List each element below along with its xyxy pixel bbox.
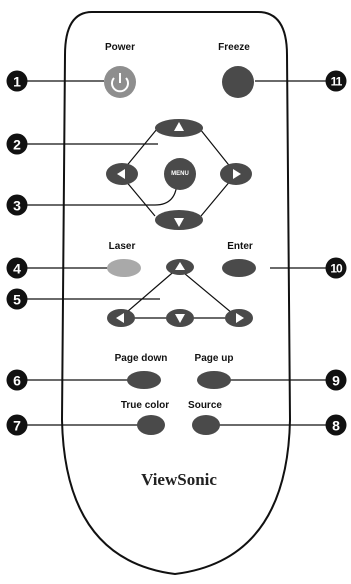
mouse-arrow-left-icon [116,313,124,323]
menu-label: MENU [171,171,189,177]
page-up-label: Page up [194,353,234,364]
callout-9: 9 [325,369,347,391]
page-down-button [127,371,161,389]
freeze-label: Freeze [218,42,250,53]
callout-2: 2 [6,133,28,155]
brand-logo-text: ViewSonic [141,470,217,489]
arrow-right-icon [233,169,241,179]
laser-label: Laser [108,241,136,252]
laser-button [107,259,141,277]
callout-5: 5 [6,288,28,310]
callout-1: 1 [6,70,28,92]
mouse-arrow-right-icon [236,313,244,323]
callout-3: 3 [6,194,28,216]
leader-lines [27,80,327,426]
arrow-left-icon [117,169,125,179]
callout-6: 6 [6,369,28,391]
arrow-up-icon [174,122,184,131]
enter-button [222,259,256,277]
callout-10: 10 [325,257,347,279]
enter-label: Enter [227,241,253,252]
mouse-arrow-up-icon [175,262,185,270]
mouse-arrow-down-icon [175,314,185,323]
source-button [192,415,220,435]
callout-11: 11 [325,70,347,92]
power-label: Power [104,42,136,53]
remote-body [60,11,292,576]
power-icon [111,73,129,93]
true-color-label: True color [120,400,170,411]
source-label: Source [188,400,222,411]
menu-button [164,158,196,190]
page-down-label: Page down [114,353,168,364]
page-up-button [197,371,231,389]
callout-4: 4 [6,257,28,279]
callout-8: 8 [325,414,347,436]
arrow-down-icon [174,218,184,227]
freeze-button [222,66,254,98]
true-color-button [137,415,165,435]
callout-7: 7 [6,414,28,436]
